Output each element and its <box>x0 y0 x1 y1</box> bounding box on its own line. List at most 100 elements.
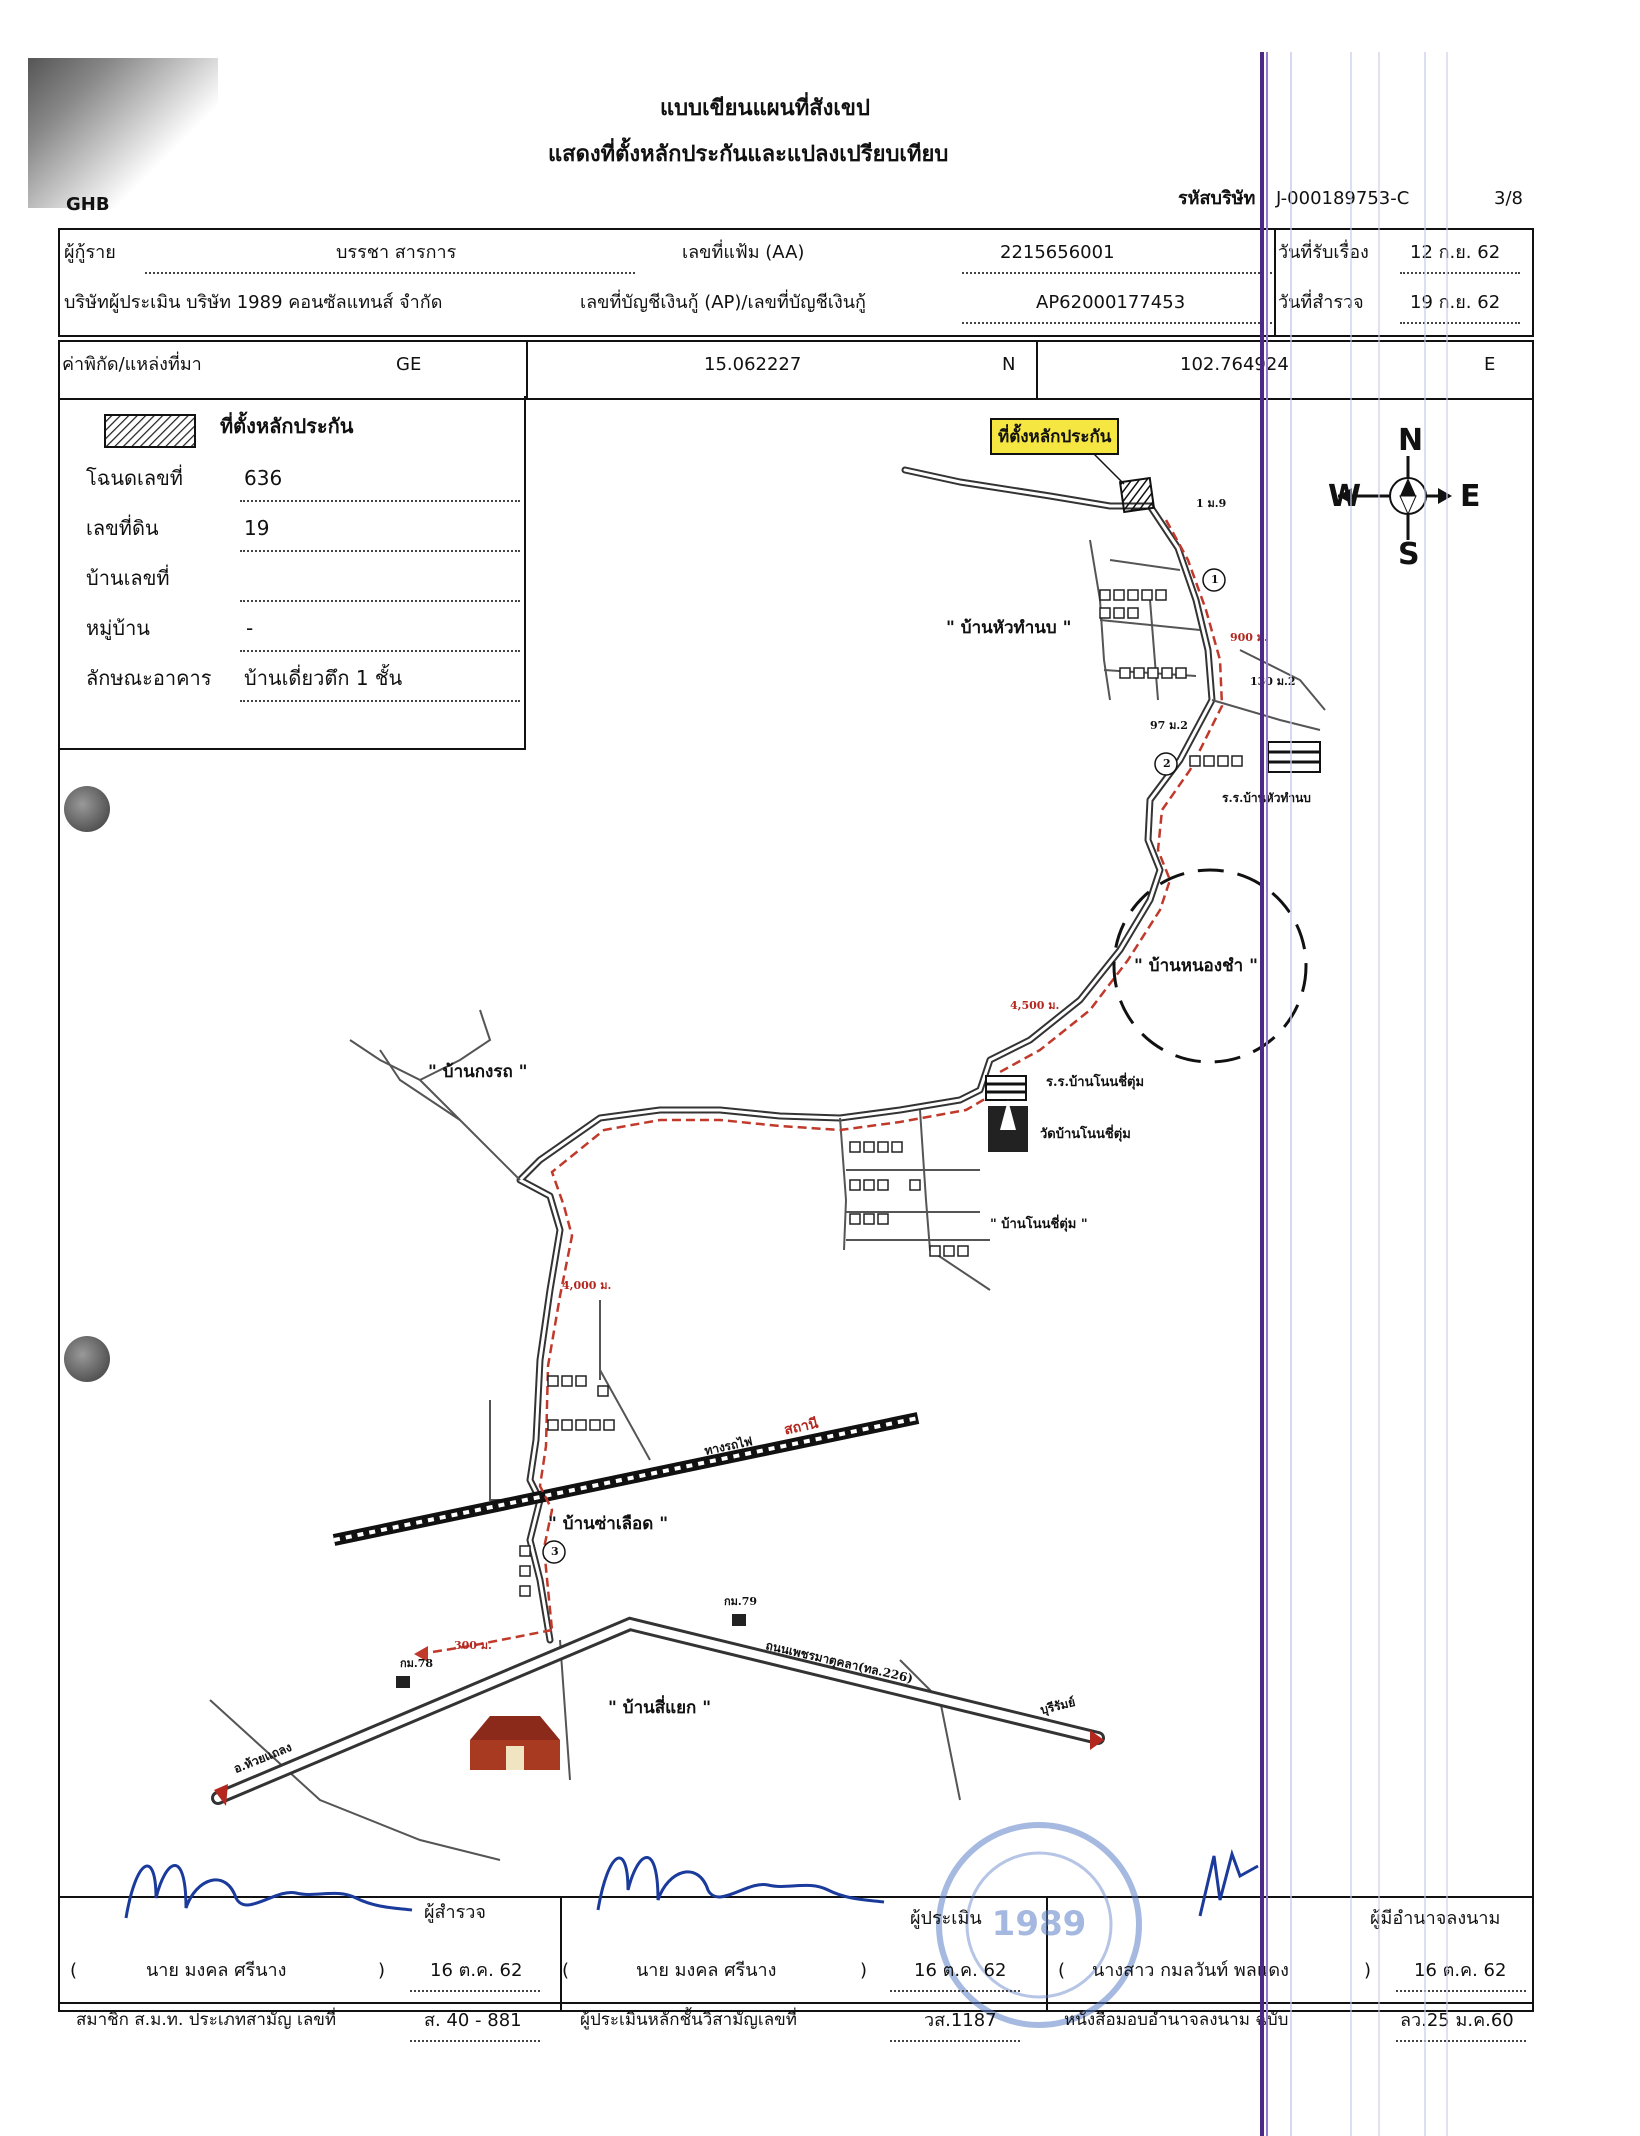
distance-900: 900 ม. <box>1230 631 1268 644</box>
appraiser-name-open-paren: ( <box>562 1960 570 1981</box>
label-ban-sam-lot: " บ้านซ่าเลือด " <box>548 1514 669 1534</box>
building-label: ลักษณะอาคาร <box>86 666 212 690</box>
marker-1-icon <box>1202 568 1226 592</box>
deed-label: โฉนดเลขที่ <box>86 466 183 490</box>
scan-streak <box>1266 52 1268 2136</box>
land-no: 19 <box>244 516 270 540</box>
coords-label: ค่าพิกัด/แหล่งที่มา <box>62 354 202 375</box>
label-ban-nong-cha: " บ้านหนองชำ " <box>1134 956 1258 976</box>
label-ban-kong-rot: " บ้านกงรถ " <box>428 1062 528 1082</box>
signer-role: ผู้มีอำนาจลงนาม <box>1370 1908 1501 1929</box>
signer-date: 16 ต.ค. 62 <box>1414 1960 1507 1981</box>
distance-4500: 4,500 ม. <box>1010 999 1060 1012</box>
compass-icon <box>1338 456 1452 540</box>
coords-lat: 15.062227 <box>704 354 802 375</box>
signer-name: นางสาว กมลวันท์ พลแดง <box>1092 1960 1289 1981</box>
page-number: 3/8 <box>1494 188 1523 209</box>
company-stamp: 1989 <box>936 1822 1142 2028</box>
house-label: บ้านเลขที่ <box>86 566 170 590</box>
label-ban-si-yaek: " บ้านสี่แยก " <box>608 1698 712 1718</box>
coords-lon-dir: E <box>1484 354 1496 375</box>
scan-streak <box>1446 52 1448 2136</box>
ban-nong-cha-area <box>1112 868 1308 1064</box>
km-marker-icons <box>396 1614 746 1688</box>
marker-2-icon <box>1154 752 1178 776</box>
company-code-label: รหัสบริษัท <box>1178 188 1256 209</box>
title-line-1: แบบเขียนแผนที่สังเขป <box>660 96 870 121</box>
received-date: 12 ก.ย. 62 <box>1410 242 1501 263</box>
stamp-text: 1989 <box>992 1904 1087 1944</box>
authority-label: หนังสือมอบอำนาจลงนาม ฉบับ <box>1064 2010 1289 2030</box>
label-km79: กม.79 <box>724 1595 758 1608</box>
survey-label: วันที่สำรวจ <box>1278 292 1364 313</box>
member-label: สมาชิก ส.ม.ท. ประเภทสามัญ เลขที่ <box>76 2010 337 2030</box>
appraiser-company: บริษัทผู้ประเมิน บริษัท 1989 คอนซัลแทนส์… <box>64 292 443 313</box>
coords-row <box>58 340 1534 400</box>
marker-3-label: 3 <box>551 1545 559 1558</box>
punch-hole-bottom <box>64 1336 110 1382</box>
signer-signature <box>1198 1848 1259 1917</box>
distance-4000: 4,000 ม. <box>562 1279 612 1292</box>
compass-e: E <box>1460 479 1481 514</box>
appraiser-signature <box>596 1856 885 1911</box>
main-road <box>516 466 1216 1644</box>
label-house-97mu2: 97 ม.2 <box>1150 719 1188 732</box>
distance-300: 300 ม. <box>454 1639 492 1652</box>
legend-box <box>58 396 526 750</box>
collateral-tag-label: ที่ตั้งหลักประกัน <box>998 427 1112 447</box>
arrow-east-icon <box>1090 1730 1104 1750</box>
building: บ้านเดี่ยวตึก 1 ชั้น <box>244 666 403 690</box>
info-table <box>58 228 1534 337</box>
scan-streak <box>1290 52 1292 2136</box>
surveyor-signature <box>124 1864 413 1919</box>
file-no: 2215656001 <box>1000 242 1115 263</box>
scan-streak <box>1260 52 1264 2136</box>
member-no: ส. 40 - 881 <box>424 2010 522 2031</box>
map-frame <box>58 396 1534 2004</box>
label-school-non-si-tum: ร.ร.บ้านโนนชี่ตุ่ม <box>1046 1075 1145 1090</box>
houses <box>519 589 1243 1597</box>
barn-icon <box>470 1716 560 1770</box>
legend-title: ที่ตั้งหลักประกัน <box>220 414 354 438</box>
scan-streak <box>1350 52 1352 2136</box>
label-house-130mu2: 130 ม.2 <box>1250 675 1296 688</box>
scan-corner-shadow <box>28 58 218 208</box>
marker-1-label: 1 <box>1211 573 1219 586</box>
highway <box>211 1616 1105 1805</box>
surveyor-name-close-paren: ) <box>378 1960 386 1981</box>
temple-icon <box>988 1100 1028 1152</box>
survey-date: 19 ก.ย. 62 <box>1410 292 1501 313</box>
marker-2-label: 2 <box>1163 757 1171 770</box>
route-start-arrow-icon <box>414 1646 428 1662</box>
ghb-logo: GHB <box>66 194 110 215</box>
label-house-1mu9: 1 ม.9 <box>1196 497 1227 510</box>
account-label: เลขที่บัญชีเงินกู้ (AP)/เลขที่บัญชีเงินก… <box>580 292 866 313</box>
appraiser-license: วส.1187 <box>924 2010 997 2031</box>
appraiser-name: นาย มงคล ศรีนาง <box>636 1960 777 1981</box>
appraiser-name-close-paren: ) <box>860 1960 868 1981</box>
coords-lat-dir: N <box>1002 354 1016 375</box>
borrower-label: ผู้กู้ราย <box>64 242 116 263</box>
borrower-name: บรรชา สารการ <box>336 242 457 263</box>
file-no-label: เลขที่แฟ้ม (AA) <box>682 242 805 263</box>
deed-no: 636 <box>244 466 283 490</box>
authority-date: ลว.25 ม.ค.60 <box>1400 2010 1514 2031</box>
village: - <box>246 616 254 640</box>
land-label: เลขที่ดิน <box>86 516 159 540</box>
scan-streak <box>1424 52 1426 2136</box>
received-label: วันที่รับเรื่อง <box>1278 242 1369 263</box>
company-code: J-000189753-C <box>1276 188 1410 209</box>
collateral-hatch-swatch <box>104 414 196 448</box>
coords-source: GE <box>396 354 422 375</box>
collateral-parcel <box>1118 476 1156 514</box>
school-hua-thanop-icon <box>1267 741 1321 773</box>
collateral-tag: ที่ตั้งหลักประกัน <box>990 418 1120 455</box>
label-km78: กม.78 <box>400 1657 434 1670</box>
signer-name-open-paren: ( <box>1058 1960 1066 1981</box>
route-path <box>419 519 1224 1656</box>
railway <box>332 1412 920 1546</box>
surveyor-name-open-paren: ( <box>70 1960 78 1981</box>
title-line-2: แสดงที่ตั้งหลักประกันและแปลงเปรียบเทียบ <box>548 142 949 167</box>
compass-n: N <box>1398 423 1424 458</box>
surveyor-date: 16 ต.ค. 62 <box>430 1960 523 1981</box>
